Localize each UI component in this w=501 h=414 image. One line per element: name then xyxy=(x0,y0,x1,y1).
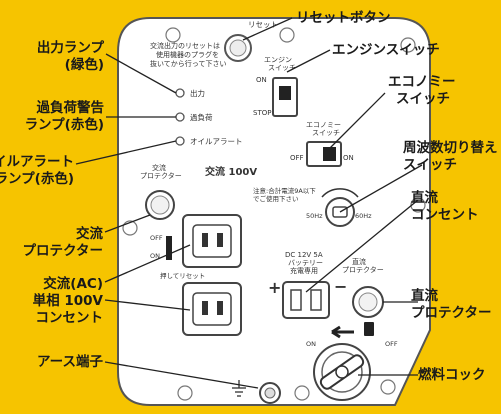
fuel-pump-icon xyxy=(364,322,374,336)
callout-oil-lamp: オイルアラート ランプ(赤色) xyxy=(0,154,74,187)
dc-plus-sign: + xyxy=(268,278,281,297)
engine-on-label: ON xyxy=(256,76,267,84)
callout-engine-switch: エンジンスイッチ xyxy=(332,42,440,58)
reset-button-cap[interactable] xyxy=(229,39,247,57)
freq-50-label: 50Hz xyxy=(306,212,323,220)
overload-lamp xyxy=(175,112,185,122)
reset-note: 交流出力のリセットは 使用機器のプラグを 抜いてから行って下さい xyxy=(150,41,226,68)
callout-earth-terminal: アース端子 xyxy=(36,354,103,370)
fuel-cock[interactable] xyxy=(313,343,371,401)
economy-switch-rocker[interactable] xyxy=(323,147,336,161)
callout-eco-switch: エコノミー スイッチ xyxy=(388,74,456,107)
engine-switch-rocker[interactable] xyxy=(279,86,291,100)
callout-dc-protector: 直流 プロテクター xyxy=(411,288,492,321)
ac-protector-cap[interactable] xyxy=(150,195,170,215)
protector-on-label: ON xyxy=(150,252,160,260)
fuel-off-label: OFF xyxy=(385,340,398,348)
fuel-on-label: ON xyxy=(306,340,316,348)
rotate-arrow-icon xyxy=(321,188,359,198)
freq-60-label: 60Hz xyxy=(355,212,372,220)
lamp-oil-label: オイルアラート xyxy=(190,137,243,146)
eco-on-label: ON xyxy=(343,154,354,162)
ac-outlet-lower[interactable] xyxy=(182,282,242,336)
ac-100v-label: 交流 100V xyxy=(205,165,257,178)
engine-stop-label: STOP xyxy=(253,109,271,117)
oil-alert-lamp xyxy=(175,136,185,146)
earth-terminal[interactable] xyxy=(259,382,281,404)
ac-outlet-upper[interactable] xyxy=(182,214,242,268)
eco-off-label: OFF xyxy=(290,154,304,162)
callout-overload-lamp: 過負荷警告 ランプ(赤色) xyxy=(24,100,104,133)
leader-lines xyxy=(75,17,423,389)
callout-output-lamp: 出力ランプ (緑色) xyxy=(36,40,104,73)
lamp-output-label: 出力 xyxy=(190,88,205,98)
dc-minus-sign: − xyxy=(334,277,347,296)
dc-protector-cap[interactable] xyxy=(358,292,378,312)
earth-ground-icon xyxy=(232,380,246,397)
press-reset-label: 押してリセット xyxy=(160,271,205,280)
callout-ac-outlet: 交流(AC) 単相 100V コンセント xyxy=(32,276,103,326)
callout-fuel-cock: 燃料コック xyxy=(418,367,486,383)
lamp-overload-label: 過負荷 xyxy=(190,112,213,122)
protector-off-label: OFF xyxy=(150,234,163,242)
engine-switch-label: エンジン スイッチ xyxy=(264,56,296,72)
output-lamp xyxy=(175,88,185,98)
arrow-left-icon xyxy=(331,325,354,339)
caution-text: 注意:合計電流9A以下 でご使用下さい xyxy=(253,186,318,203)
ac-protector-label: 交流 プロテクター xyxy=(140,163,182,180)
screw-icon xyxy=(122,27,426,401)
dc-outlet[interactable] xyxy=(282,281,330,319)
dc-label: DC 12V 5A バッテリー 充電専用 xyxy=(285,251,325,275)
eco-switch-label: エコノミー スイッチ xyxy=(306,121,343,137)
dc-protector-label: 直流 プロテクター xyxy=(342,257,384,274)
callout-freq-switch: 周波数切り替え スイッチ xyxy=(403,140,498,173)
protector-toggle-indicator xyxy=(166,236,172,260)
reset-label: リセット xyxy=(248,20,278,29)
callout-dc-outlet: 直流 コンセント xyxy=(411,190,479,223)
callout-reset-button: リセットボタン xyxy=(296,10,391,26)
callout-ac-protector: 交流 プロテクター xyxy=(22,226,103,259)
